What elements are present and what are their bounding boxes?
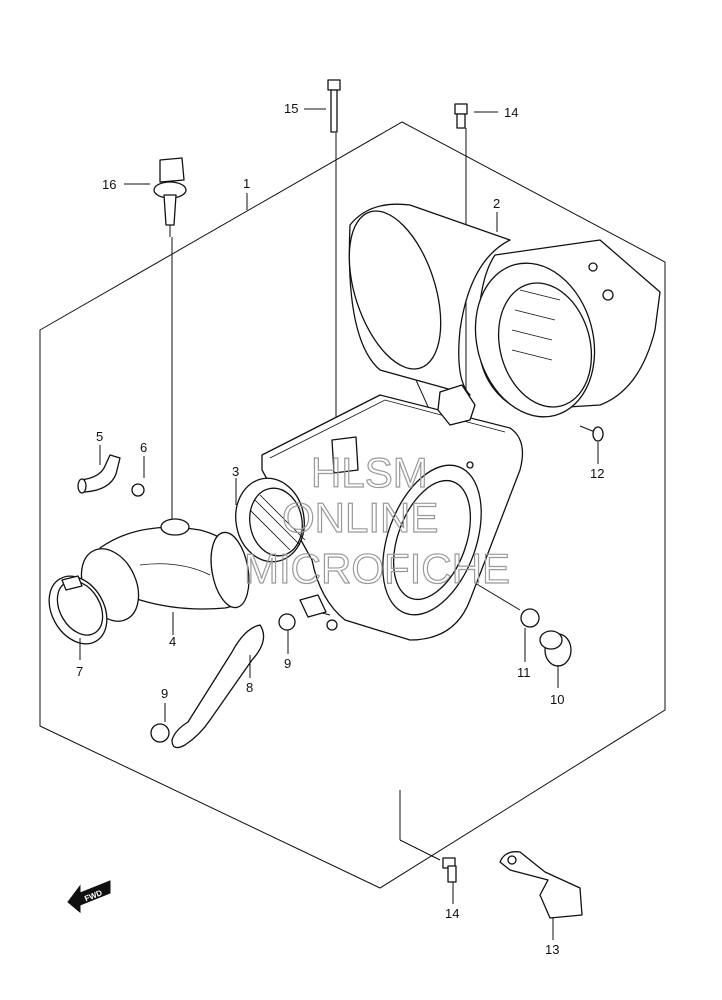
hose-clip-9-lower[interactable] xyxy=(150,723,170,743)
callout-16: 16 xyxy=(102,177,116,192)
air-cleaner-housing[interactable] xyxy=(261,384,524,641)
callout-5: 5 xyxy=(96,429,103,444)
callout-9-lower: 9 xyxy=(161,686,168,701)
watermark: HLSM ONLINE MICROFICHE xyxy=(243,448,510,592)
hose-clip-11[interactable] xyxy=(520,608,540,628)
hose-clamp[interactable] xyxy=(37,566,118,654)
bolt-14-lower[interactable] xyxy=(442,857,457,883)
hose-clip-9-upper[interactable] xyxy=(278,613,296,631)
drain-hose[interactable] xyxy=(171,624,265,749)
screw[interactable] xyxy=(579,425,604,442)
callout-15: 15 xyxy=(284,101,298,116)
breather-hose[interactable] xyxy=(77,454,121,494)
callout-8: 8 xyxy=(246,680,253,695)
callout-7: 7 xyxy=(76,664,83,679)
callout-13: 13 xyxy=(545,942,559,957)
callout-12: 12 xyxy=(590,466,604,481)
sealing-ring[interactable] xyxy=(229,473,311,568)
callout-3: 3 xyxy=(232,464,239,479)
hose-clip-6[interactable] xyxy=(131,483,145,497)
callout-14-lower: 14 xyxy=(445,906,459,921)
watermark-line-1: HLSM xyxy=(311,449,428,496)
callout-14-upper: 14 xyxy=(504,105,518,120)
air-filter-element[interactable] xyxy=(332,200,661,431)
bolt-14-upper[interactable] xyxy=(454,103,468,129)
drain-plug[interactable] xyxy=(539,630,572,667)
intake-tube[interactable] xyxy=(70,518,254,630)
callout-leaders xyxy=(79,108,599,940)
callout-numbers: 1 2 3 4 5 6 7 8 9 9 10 11 12 13 14 14 15… xyxy=(76,101,604,957)
watermark-line-3: MICROFICHE xyxy=(244,545,510,592)
callout-4: 4 xyxy=(169,634,176,649)
fwd-arrow-icon: FWD xyxy=(67,880,111,914)
bolt-15[interactable] xyxy=(327,79,341,133)
callout-6: 6 xyxy=(140,440,147,455)
callout-2: 2 xyxy=(493,196,500,211)
bracket[interactable] xyxy=(499,851,583,919)
sensor[interactable] xyxy=(153,157,187,237)
callout-9-upper: 9 xyxy=(284,656,291,671)
assembly-outline xyxy=(39,121,666,889)
callout-10: 10 xyxy=(550,692,564,707)
watermark-line-2: ONLINE xyxy=(282,494,438,541)
callout-1: 1 xyxy=(243,176,250,191)
callout-11: 11 xyxy=(517,665,531,680)
